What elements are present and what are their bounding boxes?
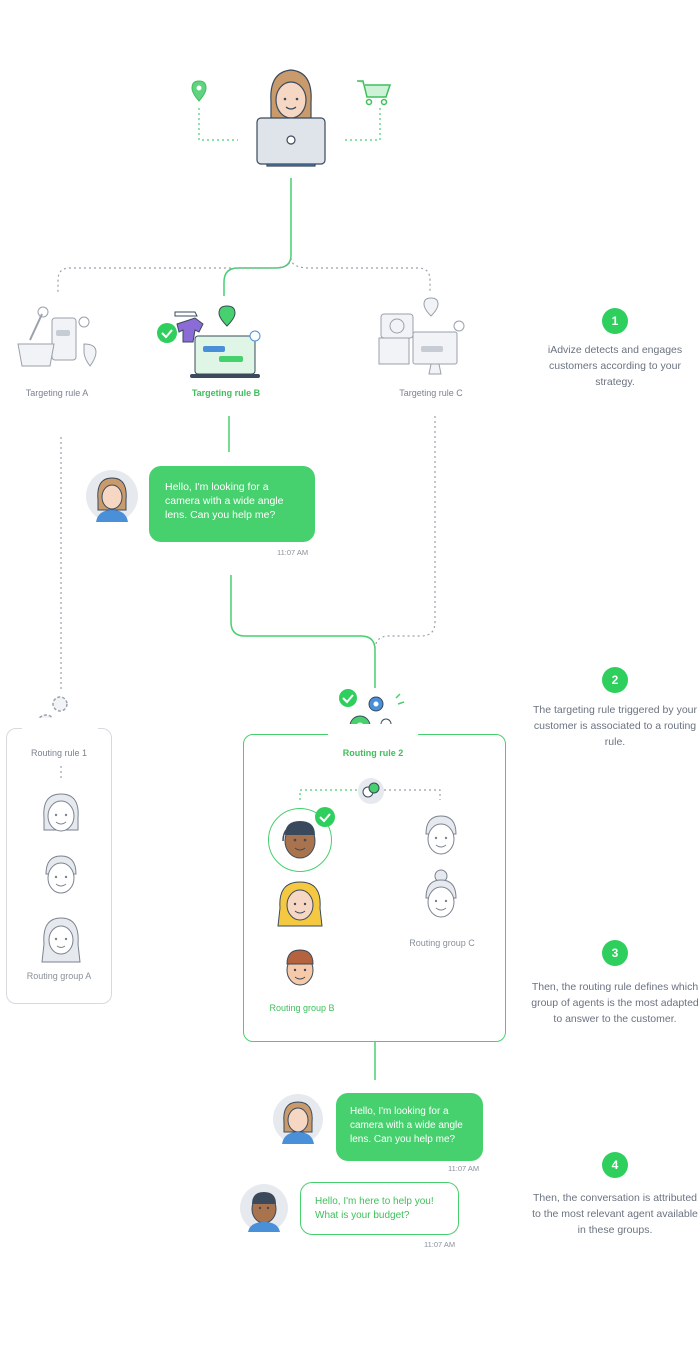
step-4-badge: 4	[602, 1152, 628, 1178]
targeting-rule-b-illustration	[155, 302, 265, 387]
agent-avatar	[416, 812, 466, 867]
targeting-rule-b-label: Targeting rule B	[191, 388, 261, 398]
message-time: 11:07 AM	[277, 548, 309, 557]
routing-group-c-label: Routing group C	[409, 938, 475, 948]
selected-agent-avatar	[268, 808, 332, 872]
step-2-badge: 2	[602, 667, 628, 693]
targeting-rule-c-label: Targeting rule C	[399, 388, 463, 398]
step-4-text: Then, the conversation is attributed to …	[532, 1192, 698, 1236]
selected-check-icon	[156, 322, 178, 349]
targeting-rule-a-illustration	[14, 300, 104, 377]
agent-avatar	[240, 1184, 288, 1232]
agent-avatar	[36, 914, 86, 969]
message-time: 11:07 AM	[424, 1240, 456, 1249]
targeting-rule-c-illustration	[375, 296, 470, 385]
routing-group-a-label: Routing group A	[26, 971, 92, 981]
agent-message-bubble: Hello, I'm here to help you! What is you…	[300, 1182, 459, 1235]
routing-group-b-label: Routing group B	[269, 1003, 335, 1013]
targeting-rule-a-label: Targeting rule A	[25, 388, 89, 398]
location-pin-icon	[191, 80, 207, 107]
step-3-text: Then, the routing rule defines which gro…	[531, 981, 699, 1025]
customer-message-bubble: Hello, I'm looking for a camera with a w…	[149, 466, 315, 542]
customer-avatar	[273, 1094, 323, 1144]
agent-avatar	[36, 790, 86, 845]
agent-avatar	[416, 868, 466, 931]
routing-chat-icon	[358, 778, 384, 804]
customer-illustration	[245, 66, 337, 170]
step-1-text: iAdvize detects and engages customers ac…	[547, 344, 683, 388]
step-1-badge: 1	[602, 308, 628, 334]
step-2-text: The targeting rule triggered by your cus…	[532, 704, 697, 748]
message-time: 11:07 AM	[448, 1164, 480, 1173]
selected-check-icon	[314, 806, 336, 833]
agent-avatar	[274, 942, 326, 999]
customer-message-bubble: Hello, I'm looking for a camera with a w…	[336, 1093, 483, 1161]
agent-avatar	[36, 852, 86, 907]
routing-rule-2-label: Routing rule 2	[342, 748, 404, 758]
customer-avatar	[86, 470, 138, 522]
step-3-badge: 3	[602, 940, 628, 966]
agent-avatar	[274, 878, 326, 935]
routing-rule-1-label: Routing rule 1	[30, 748, 88, 758]
shopping-cart-icon	[356, 78, 392, 111]
